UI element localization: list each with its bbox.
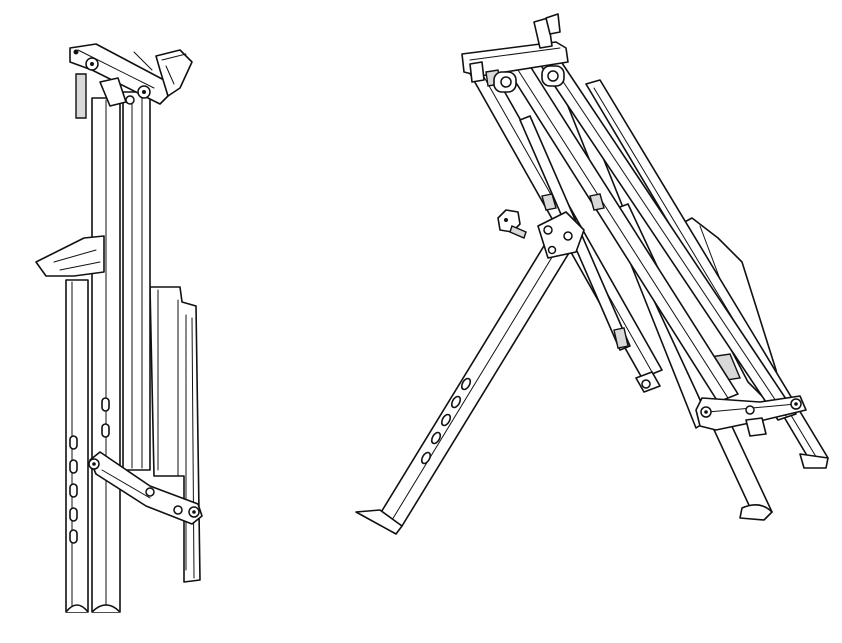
middle-rail	[91, 97, 121, 613]
unfolded-frame-view	[355, 13, 829, 535]
gas-spring	[541, 193, 629, 349]
top-head	[461, 13, 569, 93]
adjustment-hole-icon	[420, 377, 472, 465]
inner-rail	[122, 91, 151, 471]
link-arm	[88, 451, 203, 525]
folded-frame-view	[35, 43, 203, 613]
pivot-pin-icon	[73, 49, 151, 105]
adjustment-hole-icon	[69, 397, 110, 544]
foot-bracket	[35, 235, 105, 277]
link-arm	[635, 371, 807, 437]
leg-bracket	[537, 211, 585, 259]
seat-pad	[149, 286, 201, 583]
knob-icon	[497, 209, 527, 239]
main-rails	[467, 59, 797, 421]
